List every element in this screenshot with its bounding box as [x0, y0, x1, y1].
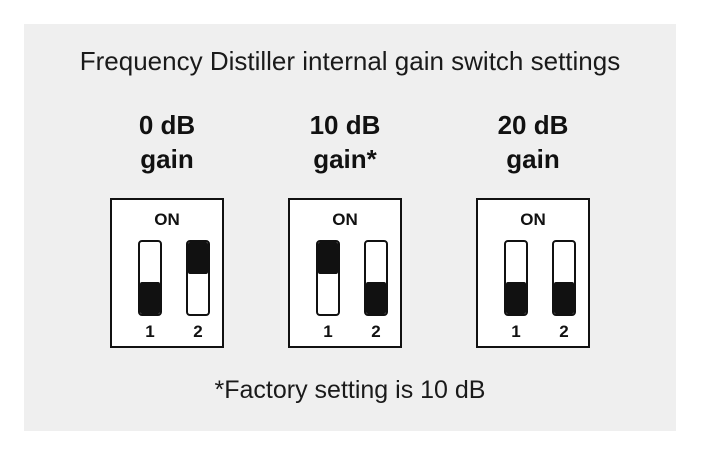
on-label: ON [332, 210, 358, 229]
switch-knob [554, 282, 574, 314]
switch-number-2: 2 [371, 322, 381, 341]
dip-switch-2[interactable] [552, 240, 576, 316]
dip-switch-1[interactable] [138, 240, 162, 316]
on-label: ON [154, 210, 180, 229]
gain-label: 20 dB gain [468, 108, 598, 176]
dip-switch-block: ON 1 2 [288, 198, 402, 348]
diagram-panel: Frequency Distiller internal gain switch… [24, 24, 676, 431]
switch-knob [140, 282, 160, 314]
switch-knob [366, 282, 386, 314]
dip-switch-2[interactable] [364, 240, 388, 316]
footnote: *Factory setting is 10 dB [214, 376, 486, 404]
gain-value: 20 dB [497, 110, 569, 140]
switch-number-1: 1 [145, 322, 155, 341]
dip-switch-1[interactable] [504, 240, 528, 316]
switch-knob [188, 242, 208, 274]
gain-word: gain* [313, 144, 377, 174]
switch-knob [506, 282, 526, 314]
gain-word: gain [506, 144, 560, 174]
diagram-title: Frequency Distiller internal gain switch… [79, 46, 621, 76]
switch-number-1: 1 [323, 322, 333, 341]
dip-switch-block: ON 1 2 [476, 198, 590, 348]
gain-label: 10 dB gain* [280, 108, 410, 176]
gain-label: 0 dB gain [102, 108, 232, 176]
switch-number-1: 1 [511, 322, 521, 341]
gain-value: 10 dB [309, 110, 381, 140]
switch-knob [318, 242, 338, 274]
switch-number-2: 2 [559, 322, 569, 341]
gain-word: gain [140, 144, 194, 174]
dip-switch-2[interactable] [186, 240, 210, 316]
dip-switch-1[interactable] [316, 240, 340, 316]
on-label: ON [520, 210, 546, 229]
gain-value: 0 dB [138, 110, 196, 140]
switch-number-2: 2 [193, 322, 203, 341]
dip-switch-block: ON 1 2 [110, 198, 224, 348]
